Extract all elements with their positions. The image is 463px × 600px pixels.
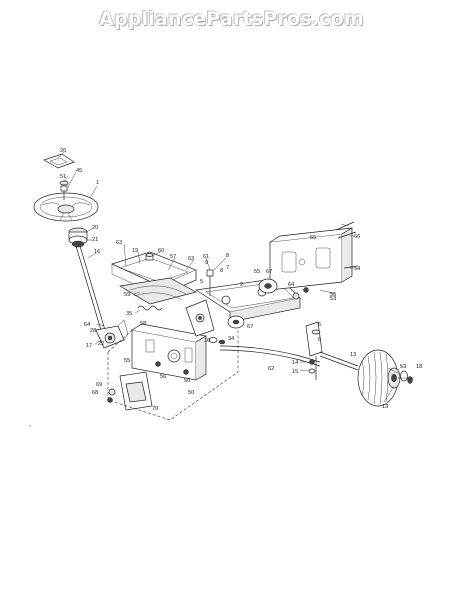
part-label: 63	[116, 240, 122, 246]
lower-bracket-plate	[107, 371, 153, 411]
part-label: 55	[330, 292, 336, 298]
spindle-hardware	[308, 359, 316, 374]
part-label: 53	[400, 364, 406, 370]
part-label: 55	[124, 358, 130, 364]
washer-nut-10	[208, 337, 226, 345]
part-label: 67	[266, 269, 272, 275]
part-label: 20	[92, 225, 98, 231]
part-label: 53	[330, 296, 336, 302]
part-label: 6	[318, 337, 321, 343]
part-label: 9	[205, 260, 208, 266]
part-label: 34	[228, 336, 234, 342]
wheel-nut	[59, 180, 69, 200]
part-label: 5	[200, 279, 203, 285]
part-label: 54	[354, 266, 360, 272]
part-label: 69	[96, 382, 102, 388]
part-label: 56	[160, 374, 166, 380]
rear-bolts	[335, 221, 359, 269]
pivot-bushing	[227, 315, 245, 329]
part-label: 28	[90, 328, 96, 334]
part-label: 61	[203, 254, 209, 260]
steering-gear	[95, 319, 129, 349]
part-label: 45	[76, 168, 82, 174]
part-label: 1	[96, 180, 99, 186]
part-label: 2	[240, 282, 243, 288]
spring	[137, 305, 163, 311]
part-label: 58	[140, 321, 146, 327]
part-label: 22	[98, 341, 104, 347]
part-label: 35	[126, 311, 132, 317]
part-label: 59	[124, 292, 130, 298]
part-label: 18	[416, 364, 422, 370]
part-label: 6	[318, 322, 321, 328]
part-label: 63	[188, 256, 194, 262]
leader-lines	[57, 151, 401, 403]
part-label: 13	[350, 352, 356, 358]
part-label: 50	[188, 390, 194, 396]
part-label: 13	[382, 404, 388, 410]
front-console-panel	[131, 323, 207, 381]
part-label: 7	[226, 265, 229, 271]
part-label: 64	[84, 322, 90, 328]
part-label: 55	[254, 269, 260, 275]
part-label: 70	[152, 406, 158, 412]
mounting-plate	[118, 277, 197, 305]
steering-cap	[43, 153, 75, 169]
wheel-hardware	[398, 370, 414, 384]
part-label: 60	[158, 248, 164, 254]
part-label: 21	[92, 237, 98, 243]
steering-bushing	[68, 227, 88, 248]
part-label: 16	[94, 249, 100, 255]
part-label: 66	[354, 234, 360, 240]
nut-60	[145, 253, 154, 261]
part-label: 50	[184, 378, 190, 384]
drag-link	[219, 345, 321, 367]
rear-mount-plate	[269, 227, 353, 291]
steering-wheel	[33, 192, 99, 222]
part-label: 64	[288, 282, 294, 288]
part-label: 8	[220, 268, 223, 274]
sector-bracket	[185, 299, 215, 337]
part-label: 65	[310, 235, 316, 241]
part-label: 15	[292, 369, 298, 375]
spindle	[305, 321, 359, 380]
dashed-guide-lines	[107, 300, 239, 421]
speck	[29, 425, 31, 427]
part-label: 68	[92, 390, 98, 396]
part-label: 57	[170, 254, 176, 260]
part-label: 26	[60, 148, 66, 154]
front-wheel	[357, 349, 401, 407]
part-label: 51	[60, 174, 66, 180]
watermark-logo: AppliancePartsPros.com	[99, 8, 364, 30]
part-label: 19	[132, 248, 138, 254]
part-label: 67	[247, 324, 253, 330]
part-label: 14	[292, 360, 298, 366]
part-label: 8	[226, 253, 229, 259]
part-number-labels: 26 51 45 1 20 21 16 63 19 60 57 63 61 8 …	[60, 148, 422, 412]
axle-bushing	[258, 278, 309, 300]
part-label: 62	[268, 366, 274, 372]
part-label: 10	[204, 338, 210, 344]
part-label: 17	[86, 343, 92, 349]
